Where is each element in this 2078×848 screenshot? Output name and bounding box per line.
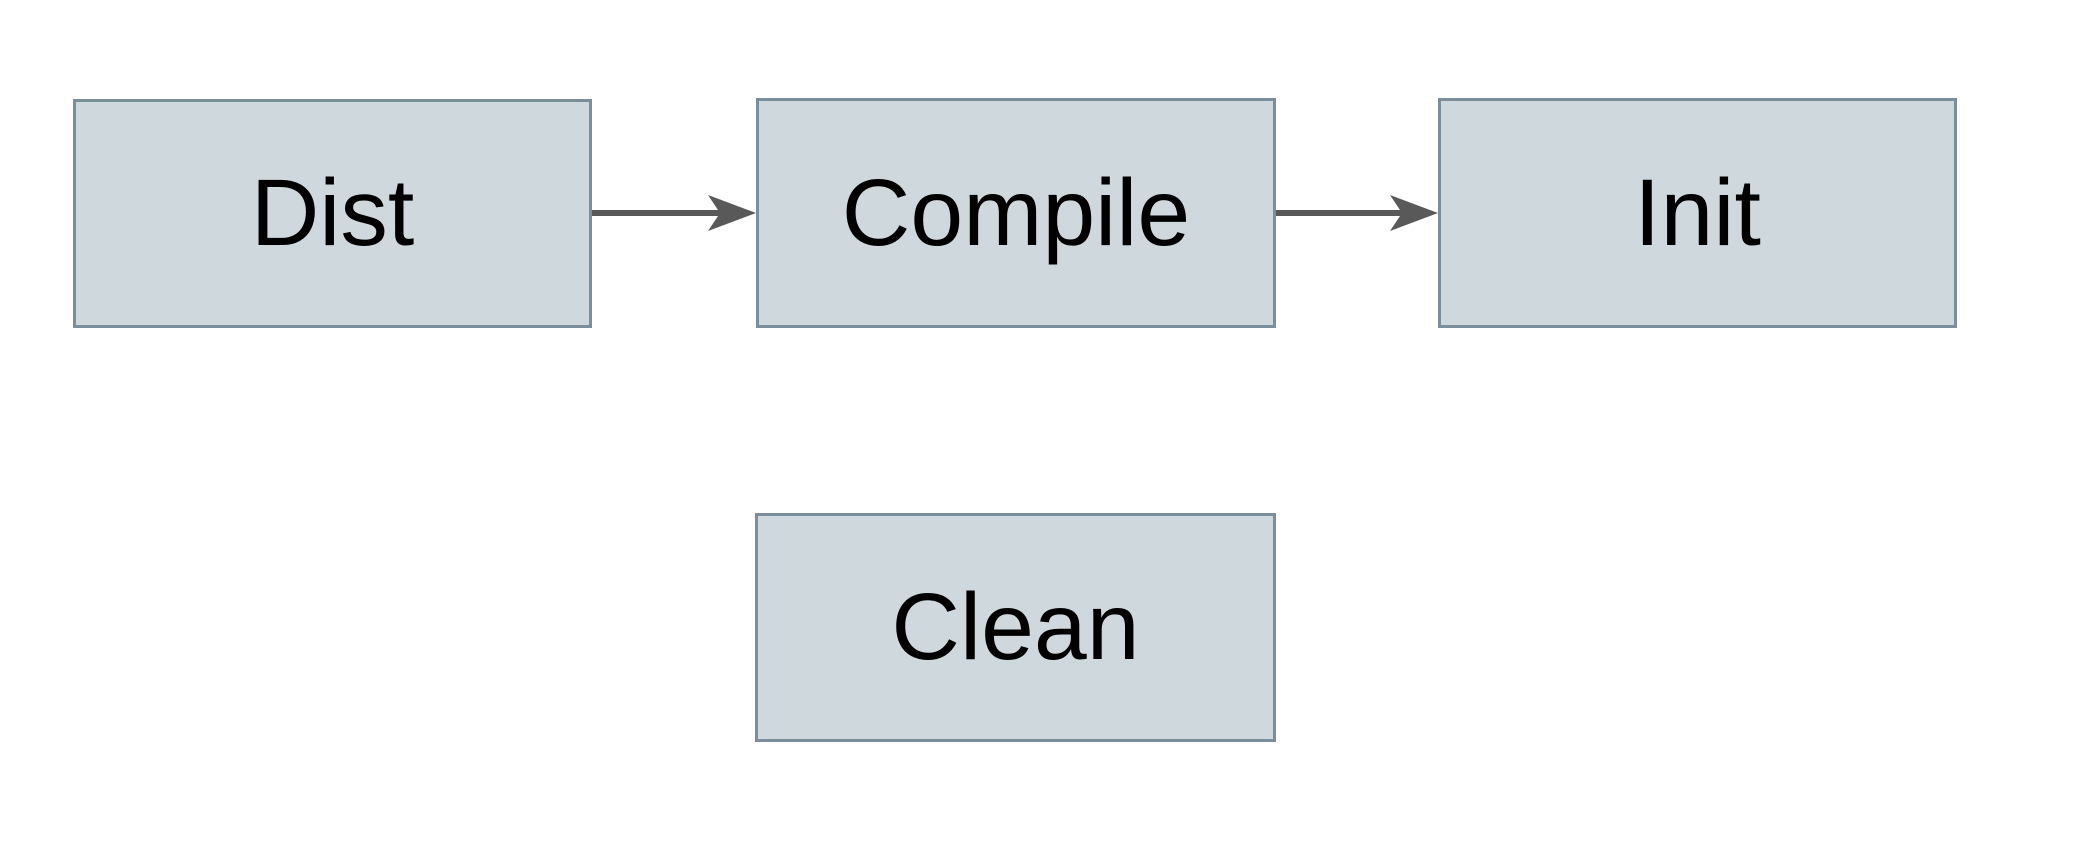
edge-compile-to-init — [1276, 195, 1438, 231]
node-label: Clean — [891, 574, 1140, 680]
arrowhead-icon — [1390, 195, 1438, 231]
node-label: Compile — [841, 159, 1191, 266]
node-compile: Compile — [756, 98, 1276, 328]
arrowhead-icon — [708, 195, 756, 231]
edge-dist-to-compile — [592, 195, 756, 231]
node-label: Init — [1634, 159, 1761, 266]
node-label: Dist — [250, 160, 415, 266]
node-dist: Dist — [73, 99, 592, 328]
node-init: Init — [1438, 98, 1957, 328]
node-clean: Clean — [755, 513, 1276, 742]
